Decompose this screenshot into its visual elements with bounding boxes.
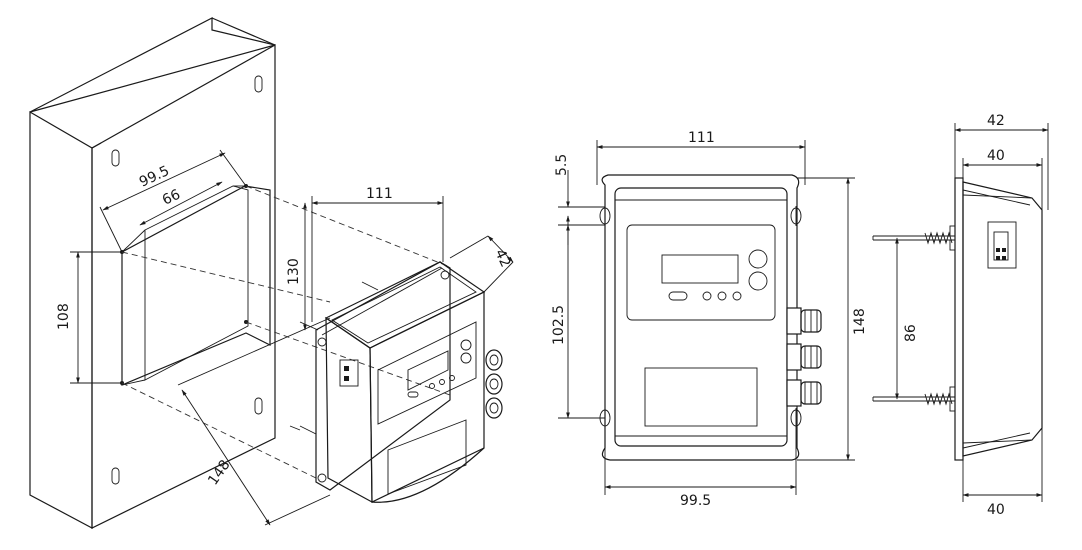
- dim-side-86: 86: [895, 237, 919, 400]
- cable-gland-2: [485, 373, 503, 395]
- front-display-panel: [626, 224, 776, 321]
- dim-label-iso-42: 42: [491, 247, 513, 270]
- front-housing: [614, 187, 788, 447]
- slot-bottom-left: [111, 467, 120, 485]
- front-label-area: [644, 367, 758, 427]
- dim-label-iso-108: 108: [56, 303, 72, 330]
- dim-label-front-111: 111: [688, 130, 715, 146]
- dim-iso-148: 148: [177, 317, 331, 526]
- enclosure-isometric: [289, 261, 503, 504]
- side-stud-bottom: [872, 392, 955, 406]
- side-stud-top: [872, 231, 955, 245]
- dim-label-iso-99-5: 99.5: [137, 163, 172, 191]
- dim-label-iso-111: 111: [366, 186, 393, 202]
- dim-label-iso-66: 66: [160, 187, 183, 209]
- front-flange: [601, 174, 800, 461]
- front-button-1: [748, 249, 768, 269]
- dim-side-42: 42: [954, 113, 1049, 210]
- dim-label-side-86: 86: [903, 324, 919, 342]
- dim-label-front-102-5: 102.5: [551, 305, 567, 345]
- dim-iso-111: 111: [311, 186, 444, 322]
- dim-side-40-bottom: 40: [962, 428, 1043, 518]
- dim-front-148: 148: [797, 177, 868, 461]
- slot-top-right: [254, 75, 263, 93]
- side-plate: [954, 177, 964, 461]
- dim-side-40-top: 40: [962, 148, 1043, 210]
- isometric-view: 99.5 66 108: [29, 17, 514, 529]
- front-button-2: [748, 271, 768, 291]
- dim-label-front-99-5: 99.5: [680, 493, 711, 509]
- mounting-bracket: [29, 17, 276, 529]
- dim-front-111: 111: [596, 130, 806, 185]
- dim-label-side-40-bottom: 40: [987, 502, 1005, 518]
- dim-label-front-148: 148: [852, 308, 868, 335]
- dim-front-5-5: 5.5: [554, 154, 605, 245]
- dim-iso-66: 66: [139, 181, 223, 226]
- dim-label-side-42: 42: [987, 113, 1005, 129]
- front-lcd: [661, 254, 739, 284]
- dim-front-99-5: 99.5: [604, 428, 797, 509]
- side-view: 42 40 86 40: [872, 113, 1049, 518]
- cable-gland-3: [485, 397, 503, 419]
- dim-front-102-5: 102.5: [551, 215, 605, 419]
- dim-label-iso-130: 130: [286, 258, 302, 285]
- side-terminal: [987, 221, 1017, 269]
- dim-iso-130: 130: [286, 202, 307, 331]
- slot-bottom-right: [254, 397, 263, 415]
- side-body: [962, 181, 1043, 457]
- dim-iso-42: 42: [449, 235, 514, 293]
- front-glands: [786, 307, 822, 407]
- front-view: 111 99.5 5.5 102.5 148: [551, 130, 868, 509]
- cable-gland-1: [485, 349, 503, 371]
- dim-label-front-5-5: 5.5: [554, 154, 570, 176]
- dim-label-side-40-top: 40: [987, 148, 1005, 164]
- slot-top-left: [111, 149, 120, 167]
- dim-iso-108: 108: [56, 251, 122, 384]
